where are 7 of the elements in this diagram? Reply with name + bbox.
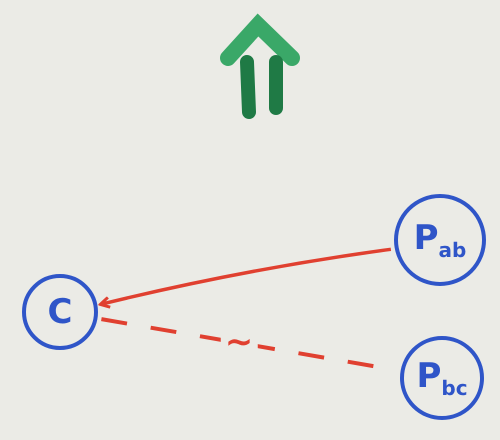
arrow — [98, 248, 392, 309]
circle-node — [400, 336, 484, 420]
circle-node — [394, 194, 486, 286]
node-label: P$_{ab}$ — [414, 218, 466, 262]
node-label: P$_{bc}$ — [416, 356, 468, 400]
circle-node — [22, 274, 98, 350]
node-label: C — [48, 292, 72, 332]
